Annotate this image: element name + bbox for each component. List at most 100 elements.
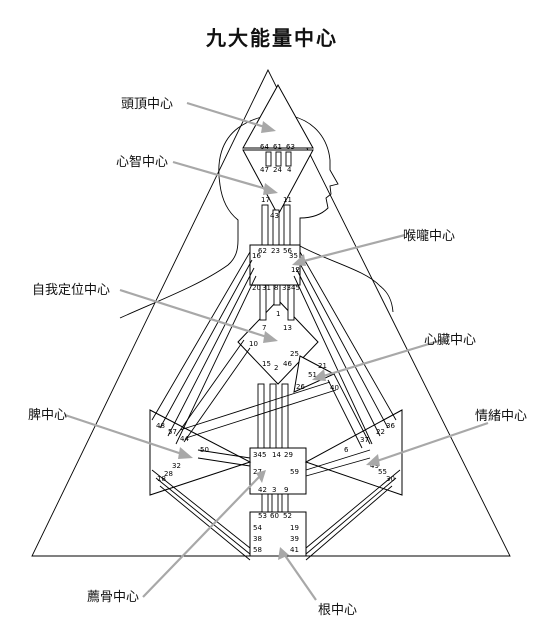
channel-heart-solar-2 [327, 379, 363, 449]
gate-43: 43 [270, 212, 279, 220]
gate-23: 23 [271, 247, 280, 255]
gate-24: 24 [273, 166, 282, 174]
channel-heart-solar-1 [333, 373, 371, 445]
head-center-shape [242, 83, 314, 149]
label-sacral-center: 薦骨中心 [87, 590, 139, 605]
gate-34: 34 [253, 451, 262, 459]
arrowhead-spleen-center [178, 447, 193, 459]
channel-right-mid [297, 259, 389, 429]
channel-13-33 [287, 284, 295, 321]
channel-cross-2 [183, 347, 251, 443]
channel-64-47 [265, 151, 272, 167]
gate-32: 32 [172, 462, 181, 470]
gate-56: 56 [283, 247, 292, 255]
channel-sacral-solar-2 [305, 457, 371, 477]
gate-52: 52 [283, 512, 292, 520]
channel-cross-5 [197, 449, 251, 459]
gate-55: 55 [378, 468, 387, 476]
channel-spleen-root-3 [159, 485, 251, 561]
gate-54: 54 [253, 524, 262, 532]
root-center-shape [249, 511, 307, 557]
channel-3-60 [271, 493, 279, 513]
gate-25: 25 [290, 350, 299, 358]
gate-35: 35 [289, 252, 298, 260]
label-root-center: 根中心 [318, 603, 357, 618]
channel-cross-6 [197, 457, 251, 467]
channel-cross-3 [179, 381, 331, 431]
gate-39: 39 [290, 535, 299, 543]
gate-36: 36 [386, 422, 395, 430]
label-g-center: 自我定位中心 [32, 283, 110, 298]
gate-30: 30 [386, 475, 395, 483]
arrow-head-center [186, 101, 269, 130]
channel-left-mid [159, 259, 253, 429]
channel-solar-root-1 [305, 469, 401, 549]
channel-42-53 [261, 493, 269, 513]
arrowhead-ajna-center [263, 183, 278, 195]
arrowhead-root-center [278, 547, 289, 560]
gate-numbers: 64 61 63 47 24 4 17 11 43 62 23 56 16 35… [156, 143, 395, 554]
gate-60: 60 [270, 512, 279, 520]
label-heart-center: 心臟中心 [424, 333, 476, 348]
gate-40: 40 [330, 384, 339, 392]
gate-8: 8 [274, 284, 278, 292]
gate-13: 13 [283, 324, 292, 332]
label-head-center: 頭頂中心 [121, 97, 173, 112]
gate-62: 62 [258, 247, 267, 255]
gate-22: 22 [376, 428, 385, 436]
channel-cross-4 [185, 389, 337, 439]
arrowhead-sacral-center [256, 470, 266, 483]
channel-cross-1 [175, 339, 245, 437]
gate-10: 10 [249, 340, 258, 348]
arrow-solar-center [373, 421, 489, 464]
arrowhead-g-center [263, 331, 278, 343]
gate-33: 33 [282, 284, 291, 292]
channel-left-outer [151, 251, 251, 421]
label-spleen-center: 脾中心 [28, 408, 67, 423]
arrow-ajna-center [172, 160, 271, 192]
spleen-center-shape [149, 409, 252, 496]
channel-left-inner [167, 267, 255, 437]
channel-solar-root-3 [305, 485, 393, 561]
channel-5-15 [257, 383, 265, 449]
arrow-throat-center [299, 233, 406, 264]
gate-37: 37 [360, 436, 369, 444]
gate-2: 2 [274, 364, 278, 372]
gate-17: 17 [261, 196, 270, 204]
channel-spleen-root-2 [155, 477, 251, 555]
channel-2-14 [269, 383, 277, 449]
arrow-heart-center [319, 338, 443, 379]
channel-61-24 [275, 151, 282, 167]
gate-51: 51 [308, 371, 317, 379]
channel-11-56 [283, 204, 291, 246]
channel-1-8 [273, 284, 281, 306]
gate-19: 19 [290, 524, 299, 532]
channel-right-inner [295, 267, 381, 437]
label-throat-center: 喉嚨中心 [403, 228, 455, 244]
gate-27: 27 [253, 468, 262, 476]
gate-45: 45 [291, 284, 300, 292]
gate-16: 16 [252, 252, 261, 260]
heart-center-shape [293, 355, 336, 393]
gate-9: 9 [284, 486, 288, 494]
arrow-spleen-center [64, 413, 186, 457]
sacral-center-shape [249, 447, 307, 495]
arrowhead-heart-center [312, 369, 326, 381]
gate-29: 29 [284, 451, 293, 459]
gate-57: 57 [168, 428, 177, 436]
channel-46-29 [281, 383, 289, 449]
arrowhead-head-center [261, 121, 276, 133]
gate-53: 53 [258, 512, 267, 520]
gate-42: 42 [258, 486, 267, 494]
arrow-sacral-center [142, 475, 261, 598]
gate-48: 48 [156, 422, 165, 430]
channel-sacral-solar [305, 449, 371, 471]
gate-1: 1 [276, 310, 280, 318]
gate-38: 38 [253, 535, 262, 543]
gate-18: 18 [157, 475, 166, 483]
gate-5: 5 [262, 451, 266, 459]
gate-61: 61 [273, 143, 282, 151]
gate-63: 63 [286, 143, 295, 151]
diagram-title: 九大能量中心 [206, 26, 338, 50]
